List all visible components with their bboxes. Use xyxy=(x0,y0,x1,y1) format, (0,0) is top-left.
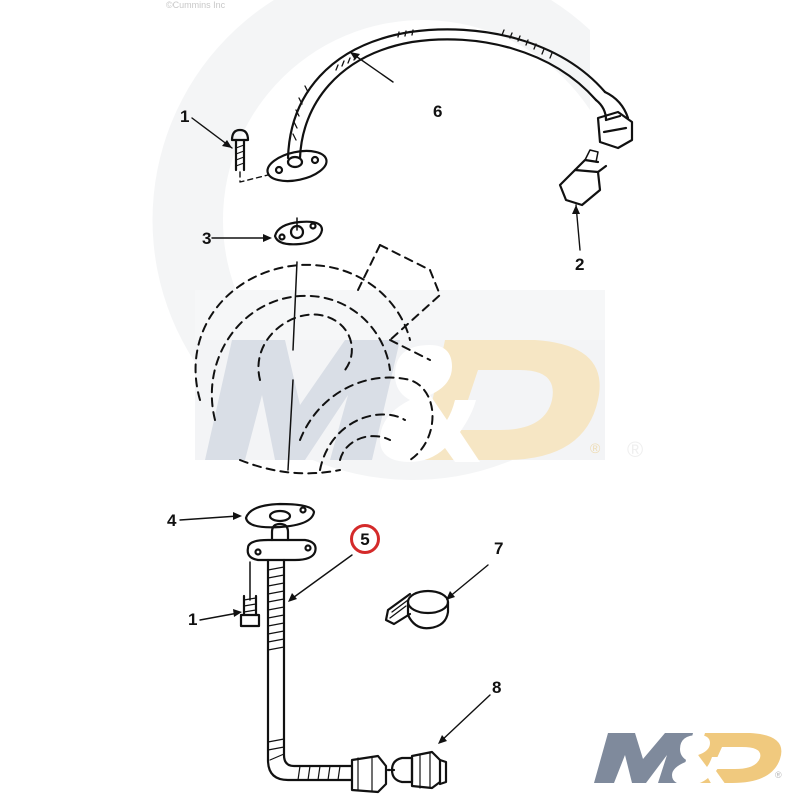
reg-mark-center: ® xyxy=(590,440,601,456)
callout-1-upper: 1 xyxy=(180,107,190,126)
center-line xyxy=(287,261,298,471)
callout-5-highlighted: 5 xyxy=(350,524,380,554)
adapter-fitting xyxy=(386,750,448,790)
watermark-m xyxy=(205,340,400,460)
gasket-upper xyxy=(273,217,324,246)
callout-6: 6 xyxy=(433,102,443,121)
watermark-d xyxy=(420,340,600,460)
clamp xyxy=(384,589,450,630)
reg-mark-corner: ® xyxy=(775,770,782,780)
leader-lines xyxy=(179,51,581,743)
leader-5 xyxy=(289,554,353,601)
arrowheads xyxy=(222,52,580,744)
callout-3: 3 xyxy=(202,229,212,248)
callout-7: 7 xyxy=(494,539,504,558)
md-logo-corner xyxy=(594,733,782,785)
callout-2: 2 xyxy=(575,255,585,274)
callout-8: 8 xyxy=(492,678,502,697)
leader-7 xyxy=(447,564,489,599)
turbocharger-outline-dashed xyxy=(194,244,441,475)
copyright-text: ©Cummins Inc xyxy=(166,0,226,10)
gasket-lower xyxy=(244,502,316,529)
capscrew-lower xyxy=(239,561,261,628)
drain-tube xyxy=(246,522,388,794)
connector-fitting xyxy=(558,149,608,207)
callout-4: 4 xyxy=(167,511,177,530)
oil-supply-hose xyxy=(266,28,634,183)
leader-4 xyxy=(179,515,239,521)
leader-8 xyxy=(439,694,491,743)
reg-mark-faint: ® xyxy=(627,437,644,462)
callout-1-lower: 1 xyxy=(188,610,198,629)
leader-1b xyxy=(199,612,239,621)
capscrew-upper xyxy=(230,128,269,183)
